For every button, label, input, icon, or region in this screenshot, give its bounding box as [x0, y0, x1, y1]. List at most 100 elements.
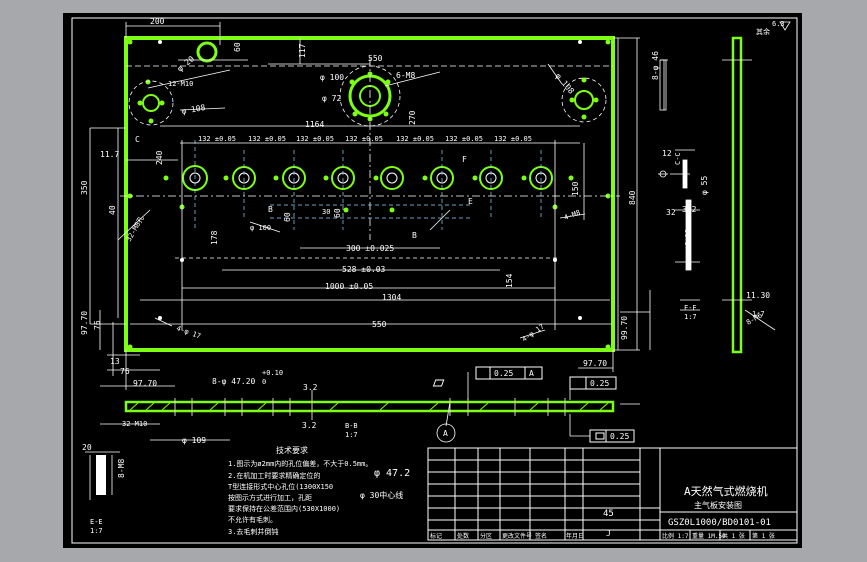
bolt-detail: [85, 451, 120, 500]
label-c: C: [135, 135, 140, 144]
dim-phi108b: φ 108: [553, 72, 575, 96]
chamber-holes: [182, 165, 553, 191]
dim-240: 240: [155, 150, 164, 165]
hidden-lines: [175, 140, 560, 259]
dim-phi72: φ 72: [322, 94, 341, 103]
dim-3-2a: 3.2: [303, 383, 318, 392]
roughness-note: 其余: [756, 27, 770, 36]
label-e: E: [468, 197, 473, 206]
dim-60c: 60: [333, 208, 342, 218]
dim-phi47-2: φ 47.2: [374, 468, 410, 479]
dimension-lines: [89, 22, 651, 390]
dim-11-30: 11.30: [746, 291, 770, 300]
dim-1164: 1164: [305, 120, 324, 129]
row-label-6: 年月日: [566, 532, 584, 540]
dim-76b: 76: [120, 367, 130, 376]
datum-circle-a: A: [443, 429, 448, 438]
section-ee: E-E: [90, 518, 103, 526]
scale-bb: 1:7: [345, 431, 358, 439]
dim-270: 270: [408, 110, 417, 125]
dim-154: 154: [505, 273, 514, 288]
dim-76a: 76: [93, 320, 102, 330]
dim-phi108a: φ 108: [181, 103, 206, 116]
dim-150: 150: [571, 181, 580, 196]
dim-3-2b: 3.2: [302, 421, 317, 430]
scale-cell: 45: [603, 509, 614, 519]
dim-13: 13: [110, 357, 120, 366]
notes-line-3: T型连接形式中心孔位(1300X150: [228, 482, 333, 491]
dim-tol-plus: +0.10: [262, 369, 283, 377]
dim-97-70a: 97.70: [80, 311, 89, 335]
footer-cell-2: 重量 1M.50: [692, 532, 726, 540]
main-plate-view: [124, 36, 615, 352]
dim-132b: 132 ±0.05: [248, 135, 286, 143]
notes-line-4: 按图示方式进行加工，孔距: [228, 493, 312, 502]
section-ff: F-F: [684, 304, 697, 312]
dimension-texts: 200 60 117 550 φ 100 φ 72 6-M8 270 1164 …: [80, 17, 785, 535]
dim-4m8: 4-M8: [563, 209, 582, 222]
dim-tol-zero: 0: [262, 378, 266, 386]
dim-phi20: φ 20: [176, 54, 197, 73]
dim-132d: 132 ±0.05: [345, 135, 383, 143]
dim-phi100: φ 100: [320, 73, 344, 82]
drawing-title: A天然气式燃烧机: [684, 484, 768, 498]
notes-line-2: 2.在机加工时要求精确定位的: [228, 471, 320, 480]
dim-132a: 132 ±0.05: [198, 135, 236, 143]
dim-20: 20: [82, 443, 92, 452]
dim-132f: 132 ±0.05: [445, 135, 483, 143]
dim-12m10: 12-M10: [168, 80, 193, 88]
dim-3-2c: 3.2: [682, 205, 697, 214]
mark-cell: J: [606, 529, 611, 538]
title-block-text: A天然气式燃烧机 主气板安装图 GSZ0L1000/BD0101-01 45 J…: [430, 484, 775, 540]
datum-a: A: [529, 369, 534, 378]
label-b1: B: [268, 205, 273, 214]
footer-cell-3: 共 1 张: [722, 532, 745, 540]
drawing-number: GSZ0L1000/BD0101-01: [668, 518, 771, 528]
dim-11-7: 11.7: [100, 150, 119, 159]
dim-200: 200: [150, 17, 165, 26]
dim-178: 178: [210, 230, 219, 245]
dim-132e: 132 ±0.05: [396, 135, 434, 143]
dim-1000: 1000 ±0.05: [325, 282, 373, 291]
dim-4phi17a: 4-φ 17: [175, 324, 202, 340]
drawing-subtitle: 主气板安装图: [694, 500, 742, 510]
dim-phi100b: φ 100: [250, 224, 271, 232]
dim-30: 30: [322, 208, 330, 216]
dim-12: 12: [662, 149, 672, 158]
footer-cell-4: 第 1 张: [752, 532, 775, 540]
dim-99-70: 99.70: [620, 316, 629, 340]
notes-line-6: 不允许有毛刺。: [228, 515, 277, 524]
dim-550b: 550: [372, 320, 387, 329]
row-label-3: 分区: [480, 532, 492, 540]
dim-97-70c: 97.70: [583, 359, 607, 368]
section-bb: B-B: [345, 422, 358, 430]
notes-line-1: 1.图示为ø2mm内的孔位偏差，不大于0.5mm。: [228, 459, 372, 468]
detail-views: [658, 59, 700, 311]
tol-a: 0.25: [494, 369, 513, 378]
dim-132g: 132 ±0.05: [494, 135, 532, 143]
dim-4phi17b: 4-φ 17: [521, 323, 546, 344]
tol-c: 0.25: [610, 432, 629, 441]
dim-840: 840: [628, 190, 637, 205]
dim-32m10: 32-M10: [122, 420, 147, 428]
scale-side: 1:7: [752, 310, 765, 318]
dim-phi55: φ 55: [700, 176, 709, 195]
title-block-grid: [427, 447, 798, 541]
dim-60b: 60: [283, 212, 292, 222]
dim-8m8: 8-M8: [117, 459, 126, 478]
label-f: F: [462, 155, 467, 164]
footer-cell-1: 比例 1:7: [662, 532, 689, 540]
row-label-1: 标记: [430, 532, 442, 540]
dim-32: 32: [666, 208, 676, 217]
technical-notes: 技术要求 1.图示为ø2mm内的孔位偏差，不大于0.5mm。 2.在机加工时要求…: [228, 445, 372, 536]
notes-line-5: 要求保持在公差范围内(530X1000): [228, 504, 340, 513]
side-view: [722, 21, 791, 354]
dim-phi109: φ 109: [182, 436, 206, 445]
dim-6m8: 6-M8: [396, 71, 415, 80]
dim-40: 40: [108, 205, 117, 215]
row-label-4: 更改文件号: [502, 532, 532, 540]
dim-tol-side: +0.10: [684, 229, 692, 250]
dim-8phi46: 8-φ 46: [651, 51, 660, 80]
